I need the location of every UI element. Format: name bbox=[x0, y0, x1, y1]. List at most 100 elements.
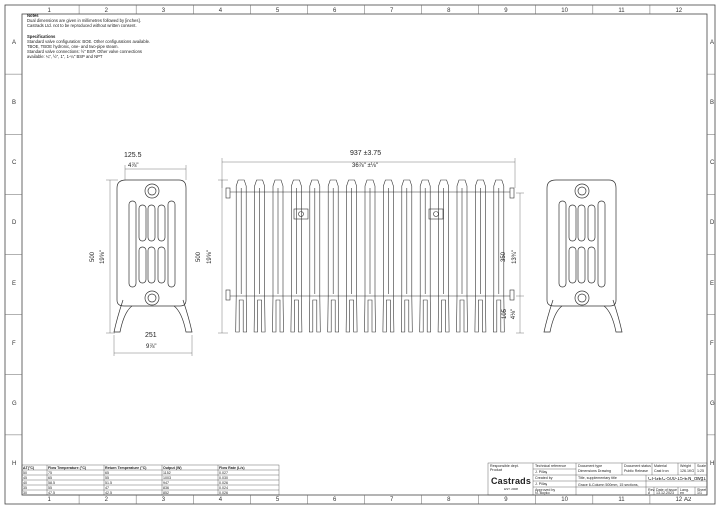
grid-column-label: 3 bbox=[161, 8, 166, 14]
radiator-section bbox=[272, 179, 284, 333]
title-block-grid bbox=[487, 462, 708, 496]
grid-column-label: 2 bbox=[104, 497, 108, 503]
table-header-cell: ΔT(°C) bbox=[23, 465, 35, 470]
grid-column-label: 4 bbox=[218, 8, 223, 14]
table-cell: 55 bbox=[48, 485, 52, 490]
table-header-cell: Flow Rate (L/s) bbox=[219, 465, 245, 470]
dim-side-depth: 125.5 bbox=[124, 152, 142, 159]
grid-row-label: C bbox=[710, 160, 715, 167]
side-view-dimensions bbox=[106, 165, 193, 356]
responsible-dept: Product bbox=[490, 468, 503, 472]
table-cell: 1003 bbox=[163, 475, 171, 480]
rev-label: Rev. bbox=[648, 488, 656, 492]
table-cell: 0.024 bbox=[219, 485, 228, 490]
scale-label: Scale bbox=[697, 464, 706, 468]
dim-connection-centres-in: 13¾" bbox=[511, 250, 518, 264]
weight-label: Weight bbox=[680, 464, 692, 468]
dim-connection-centres: 350 bbox=[501, 251, 508, 263]
side-view-left bbox=[113, 179, 193, 333]
doc-status: Public Release bbox=[624, 469, 648, 473]
notes-line: Castrads Ltd. not to be reproduced witho… bbox=[27, 23, 137, 29]
radiator-section bbox=[308, 179, 321, 333]
spec-line: available: ¼", ½", 1", 1-¼" BSP and NPT bbox=[27, 54, 103, 60]
created-by: J. Pillay bbox=[535, 481, 548, 486]
notes-block: Notes Dual dimensions are given in milli… bbox=[27, 13, 247, 60]
grid-row-label: A bbox=[710, 40, 715, 47]
front-view-dimensions bbox=[218, 158, 524, 334]
sheet-label: Sheet bbox=[697, 488, 707, 492]
grid-column-label: 2 bbox=[104, 8, 108, 14]
lang: en bbox=[680, 491, 684, 495]
radiator-section bbox=[364, 179, 376, 333]
spec-line: TBOE, TBOE hydronic, one- and two-pipe s… bbox=[27, 44, 119, 50]
grid-row-label: D bbox=[710, 220, 715, 227]
outer-border bbox=[4, 4, 716, 505]
table-cell: 0.027 bbox=[219, 470, 228, 475]
grid-column-label: 11 bbox=[618, 497, 625, 503]
table-cell: 1152 bbox=[163, 470, 171, 475]
grid-row-label: B bbox=[710, 100, 715, 107]
dim-side-base: 251 bbox=[145, 332, 157, 339]
specifications-heading: Specifications bbox=[27, 33, 56, 39]
grid-row-label: G bbox=[12, 400, 17, 407]
table-cell: 35 bbox=[23, 485, 27, 490]
dim-side-height-in: 19⅝" bbox=[99, 250, 106, 264]
performance-table-grid bbox=[21, 464, 280, 496]
table-cell: 47.5 bbox=[48, 490, 55, 495]
grid-column-label: 1 bbox=[47, 8, 51, 14]
grid-ticks bbox=[5, 5, 715, 504]
radiator-section bbox=[235, 179, 248, 333]
grid-row-label: H bbox=[12, 460, 17, 467]
material-label: Material bbox=[654, 464, 667, 468]
doc-type-label: Document type bbox=[578, 464, 603, 468]
issue-date: 13.12.2023 bbox=[656, 491, 674, 495]
table-cell: 42.5 bbox=[105, 490, 112, 495]
radiator-section bbox=[437, 179, 450, 333]
grid-column-label: 7 bbox=[390, 8, 394, 14]
rev: A bbox=[648, 491, 651, 495]
grid-column-label: 9 bbox=[504, 497, 508, 503]
table-header-cell: Output (W) bbox=[163, 465, 182, 470]
title-label: Title, supplementary title bbox=[578, 476, 617, 480]
sheet-number: 1/1 bbox=[697, 491, 702, 495]
grid-column-label: 7 bbox=[390, 497, 394, 503]
dim-front-height: 500 bbox=[196, 251, 203, 263]
radiator-section bbox=[419, 179, 432, 333]
grid-row-label: F bbox=[12, 340, 16, 347]
grid-row-label: H bbox=[710, 460, 715, 467]
drawing-title: Grace 6-Column 500mm, 15 sections, bbox=[578, 482, 639, 487]
grid-column-label: 11 bbox=[618, 8, 625, 14]
dim-front-height-in: 19⅝" bbox=[206, 250, 213, 264]
grid-row-label: F bbox=[710, 340, 714, 347]
table-cell: 65 bbox=[48, 475, 52, 480]
side-view-right bbox=[543, 179, 623, 333]
dim-bottom-height-in: 4⅛" bbox=[511, 308, 518, 320]
front-view bbox=[225, 179, 515, 333]
table-cell: 836 bbox=[163, 485, 169, 490]
drawing-number: CI-GEC-500-15-EN_dwg1 bbox=[648, 477, 707, 482]
issue-date-label: Date of issue bbox=[656, 488, 677, 492]
table-header-cell: Return Temperature (°C) bbox=[105, 465, 147, 470]
grid-column-label: 8 bbox=[447, 8, 451, 14]
grid-row-label: C bbox=[12, 160, 17, 167]
notes-heading: Notes bbox=[27, 13, 39, 18]
tech-ref-label: Technical reference bbox=[535, 464, 567, 468]
spec-line: Standard valve configuration: BOE. Other… bbox=[27, 38, 151, 44]
grid-column-label: 5 bbox=[275, 497, 280, 503]
table-cell: 51.5 bbox=[105, 480, 112, 485]
grid-column-label: 6 bbox=[332, 497, 337, 503]
notes-line: Dual dimensions are given in millimetres… bbox=[27, 18, 141, 24]
grid-row-label: E bbox=[12, 280, 17, 287]
table-cell: 50 bbox=[23, 470, 27, 475]
grid-row-label: A bbox=[12, 40, 17, 47]
approved-by-label: Approved by bbox=[535, 488, 556, 492]
grid-row-label: B bbox=[12, 100, 17, 107]
dim-side-height: 500 bbox=[90, 251, 97, 263]
radiator-section bbox=[400, 179, 413, 333]
radiator-section bbox=[327, 179, 340, 333]
doc-status-label: Document status bbox=[624, 464, 651, 468]
scale: 1:25 bbox=[697, 469, 704, 473]
responsible-dept-label: Responsible dept. bbox=[490, 464, 519, 468]
castrads-logo: Castrads bbox=[490, 476, 532, 486]
